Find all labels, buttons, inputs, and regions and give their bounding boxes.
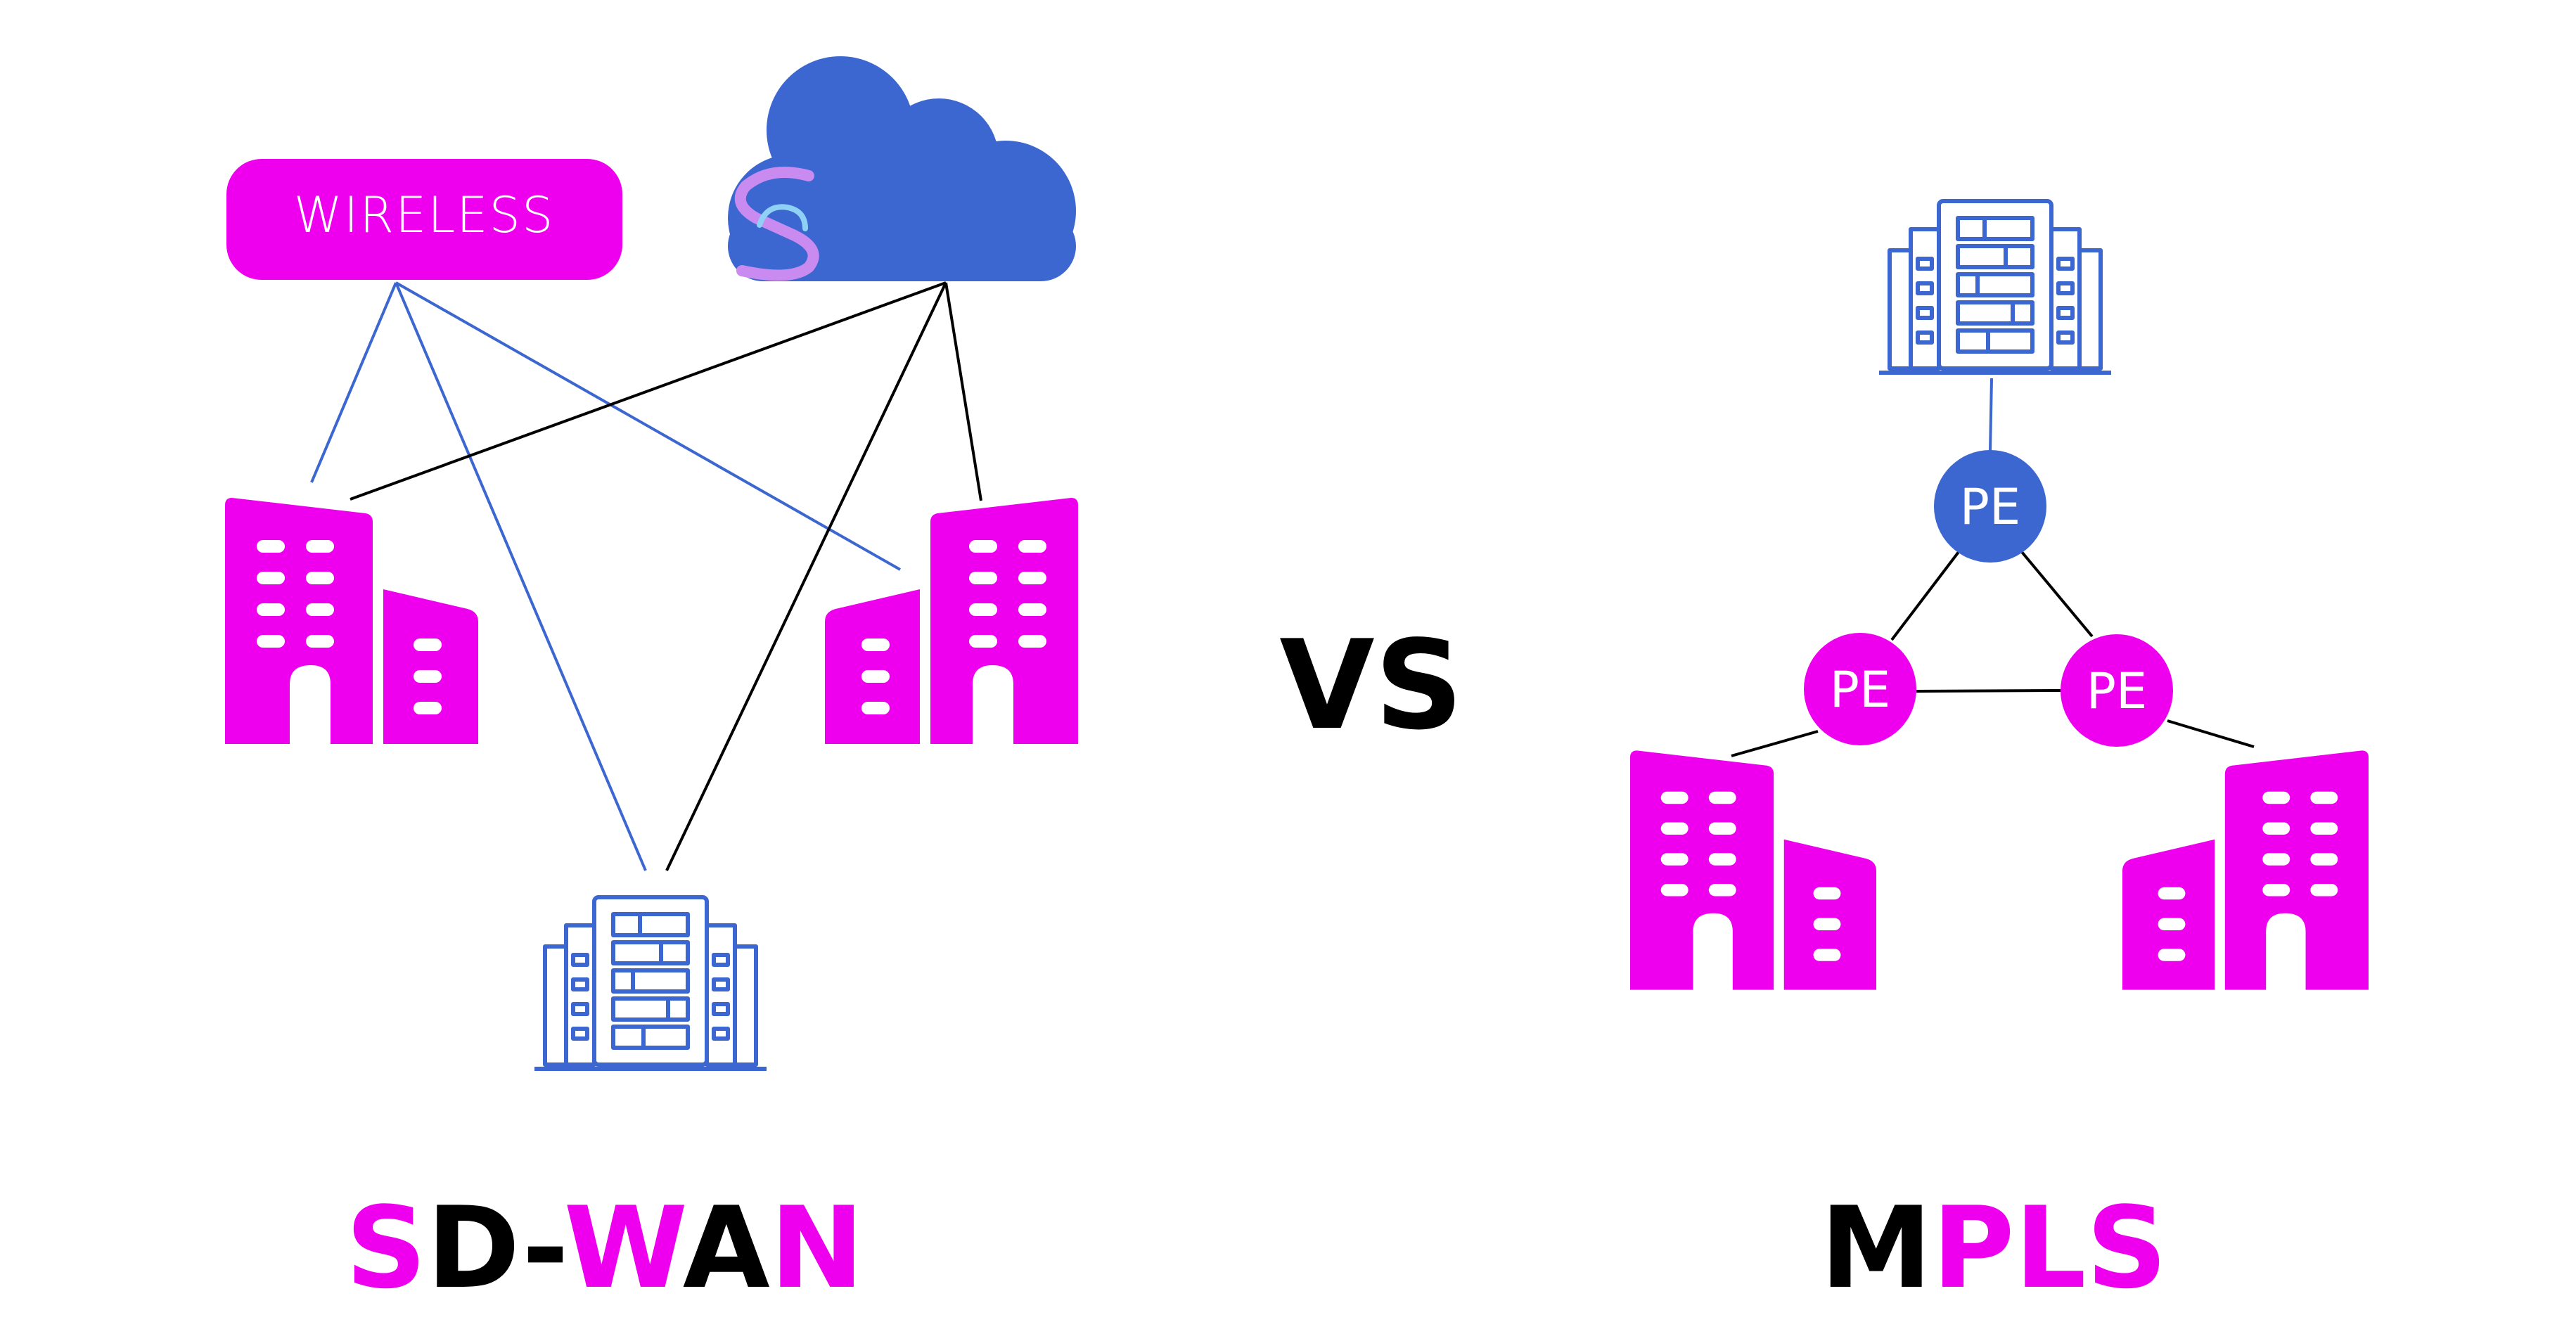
sdwan-title-part: D- bbox=[427, 1182, 564, 1314]
mpls-title-part: S bbox=[2087, 1182, 2167, 1314]
sdwan-title-part: N bbox=[770, 1182, 864, 1314]
branch-building-right bbox=[825, 498, 1078, 744]
pe-router-top: PE bbox=[1934, 450, 2046, 563]
sdwan-title: SD-WAN bbox=[345, 1182, 864, 1314]
pe-label: PE bbox=[1960, 478, 2020, 536]
mpls-title-part: PL bbox=[1932, 1182, 2086, 1314]
mpls-branch-building-right bbox=[2122, 750, 2369, 990]
wireless-pill bbox=[226, 159, 622, 280]
sdwan-title-part: A bbox=[683, 1182, 770, 1314]
link-wireless-branch-left bbox=[310, 282, 397, 483]
cloud-icon bbox=[728, 56, 1076, 281]
wireless-node: WIRELESS bbox=[226, 159, 622, 280]
mpls-branch-building-left bbox=[1630, 750, 1876, 990]
vs-label: VS bbox=[1279, 615, 1463, 757]
mpls-title: MPLS bbox=[1820, 1182, 2167, 1314]
mpls-links bbox=[1731, 378, 2255, 757]
pe-label: PE bbox=[1830, 661, 1890, 719]
link-pe-top-left bbox=[1890, 551, 1960, 641]
link-hq-pe-top bbox=[1989, 378, 1993, 452]
sdwan-links bbox=[310, 281, 982, 871]
link-cloud-branch-left bbox=[350, 281, 947, 501]
branch-building-left bbox=[225, 498, 478, 744]
link-pe-left-branch bbox=[1731, 730, 1819, 757]
sdwan-title-part: S bbox=[345, 1182, 426, 1314]
link-wireless-datacenter bbox=[395, 282, 647, 871]
pe-router-left: PE bbox=[1804, 633, 1916, 745]
link-cloud-datacenter bbox=[665, 282, 947, 871]
mpls-title-part: M bbox=[1820, 1182, 1932, 1314]
hq-datacenter-icon bbox=[1879, 201, 2111, 373]
mpls-diagram: PE PE PE MPLS bbox=[1630, 201, 2369, 1314]
s-logo-icon bbox=[734, 167, 819, 281]
sdwan-diagram: WIRELESS SD-WAN bbox=[225, 56, 1078, 1314]
wireless-label: WIRELESS bbox=[294, 186, 555, 244]
link-wireless-branch-right bbox=[395, 281, 901, 571]
link-pe-top-right bbox=[2020, 551, 2094, 638]
pe-router-right: PE bbox=[2061, 634, 2173, 747]
link-cloud-branch-right bbox=[944, 282, 982, 501]
pe-label: PE bbox=[2087, 662, 2147, 720]
link-pe-right-branch bbox=[2167, 719, 2255, 748]
datacenter-icon bbox=[534, 897, 767, 1069]
sdwan-title-part: W bbox=[564, 1182, 685, 1314]
